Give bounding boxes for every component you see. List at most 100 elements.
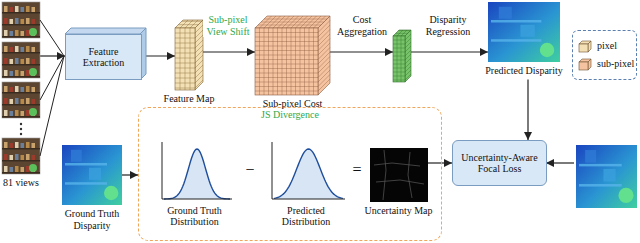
cube-side — [588, 59, 591, 70]
grid-line — [195, 30, 203, 38]
legend-swatch — [579, 62, 588, 70]
grid-line — [195, 75, 203, 83]
gaussian-curve — [164, 149, 230, 199]
grid-line — [259, 28, 260, 95]
object-patch — [603, 169, 615, 182]
grid-line — [393, 80, 405, 81]
connector-arrow — [122, 174, 138, 175]
grid-line — [393, 48, 405, 49]
book — [15, 98, 19, 104]
book — [26, 142, 30, 148]
grid-line — [175, 78, 195, 79]
book — [4, 110, 8, 116]
grid-line — [175, 63, 195, 64]
disparity-ground — [488, 2, 560, 62]
object-patch — [71, 150, 82, 162]
grid-line — [318, 52, 330, 64]
book — [10, 111, 14, 116]
distribution-plot: Ground Truth Distribution — [158, 140, 232, 202]
edge-label: Cost Aggregation — [334, 14, 390, 37]
gaussian-plot — [272, 142, 345, 199]
grid-line — [195, 60, 203, 68]
shelf-edge — [491, 39, 541, 42]
grid-line — [398, 30, 410, 31]
grid-line — [393, 60, 405, 61]
book — [4, 154, 8, 160]
book — [21, 47, 25, 52]
shelf — [2, 76, 40, 78]
grid-line — [313, 28, 314, 95]
ellipsis-dot — [20, 123, 22, 125]
view-thumbnail — [2, 138, 40, 174]
grid-line — [393, 56, 405, 57]
grid-line — [255, 59, 318, 60]
grid-line — [182, 21, 202, 22]
shelf — [2, 64, 40, 66]
ball — [29, 108, 37, 116]
shelf — [2, 12, 40, 14]
aggregated-volume-cube — [393, 30, 411, 82]
grid-line — [175, 33, 195, 34]
node-label: Predicted Disparity — [474, 65, 574, 77]
book — [4, 86, 8, 92]
grid-line — [195, 65, 203, 73]
thumbnail-ground — [2, 42, 40, 78]
book — [15, 46, 19, 52]
grid-line — [175, 88, 195, 89]
book — [32, 19, 36, 24]
thumbnail-ground — [2, 82, 40, 118]
book — [26, 86, 30, 92]
grid-line — [318, 61, 330, 73]
ball — [29, 28, 37, 36]
book — [21, 167, 25, 172]
book — [4, 46, 8, 52]
grid-line — [401, 36, 402, 82]
book — [15, 110, 19, 116]
grid-line — [255, 73, 318, 74]
book — [10, 7, 14, 12]
grid-line — [393, 64, 405, 65]
disparity-ground — [62, 145, 122, 205]
book — [4, 58, 8, 64]
grid-line — [273, 28, 274, 95]
disparity-image: Predicted Disparity — [488, 2, 560, 62]
grid-line — [304, 28, 305, 95]
grid-line — [393, 76, 405, 77]
shelf — [2, 36, 40, 38]
object-patch — [520, 25, 534, 37]
view-thumbnail — [2, 82, 40, 118]
book — [10, 167, 14, 172]
view-thumbnail — [2, 42, 40, 78]
cube-side — [588, 41, 591, 52]
book — [10, 71, 14, 76]
book — [26, 166, 30, 172]
connector-arrow — [142, 55, 175, 56]
book — [10, 19, 14, 24]
book — [10, 59, 14, 64]
merge-line — [40, 56, 64, 100]
grid-line — [318, 43, 330, 55]
grid-line — [255, 86, 318, 87]
cost-volume-cube — [255, 16, 330, 95]
merge-line — [40, 20, 64, 56]
grid-line — [175, 38, 195, 39]
book — [15, 166, 19, 172]
grid-line — [195, 45, 203, 53]
book — [15, 30, 19, 36]
disparity-ground — [576, 145, 637, 208]
connector-arrow — [527, 80, 528, 141]
book — [32, 155, 36, 160]
book — [21, 7, 25, 12]
shelf-edge — [65, 182, 107, 185]
ball — [29, 68, 37, 76]
book — [4, 142, 8, 148]
uncertainty-image — [370, 148, 428, 202]
grid-line — [255, 41, 318, 42]
axis — [162, 142, 163, 199]
shelf — [2, 24, 40, 26]
book — [26, 70, 30, 76]
grid-line — [318, 21, 330, 33]
distribution-plot: Predicted Distribution — [268, 140, 345, 202]
shelf — [2, 92, 40, 94]
grid-line — [264, 28, 265, 95]
